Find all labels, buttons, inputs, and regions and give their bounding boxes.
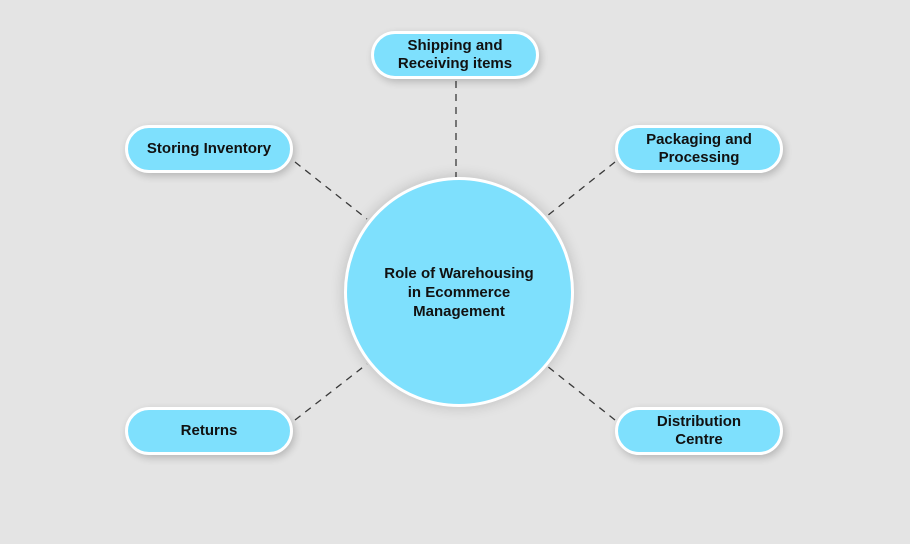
connector-storing [294,161,368,220]
node-packaging-processing: Packaging and Processing [615,125,783,173]
connector-packaging [546,161,616,217]
node-distribution-label: Distribution Centre [656,413,742,448]
node-returns: Returns [125,407,293,455]
center-hub-label: Role of Warehousing in Ecommerce Managem… [384,264,534,320]
node-storing-inventory: Storing Inventory [125,125,293,173]
node-shipping-receiving: Shipping and Receiving items [371,31,539,79]
node-shipping-label: Shipping and Receiving items [397,37,513,72]
node-distribution-centre: Distribution Centre [615,407,783,455]
connector-distribution [546,365,616,421]
node-returns-label: Returns [180,422,238,439]
center-hub-circle: Role of Warehousing in Ecommerce Managem… [344,177,574,407]
connector-returns [294,363,368,421]
node-packaging-label: Packaging and Processing [646,131,752,166]
node-storing-label: Storing Inventory [146,140,272,157]
